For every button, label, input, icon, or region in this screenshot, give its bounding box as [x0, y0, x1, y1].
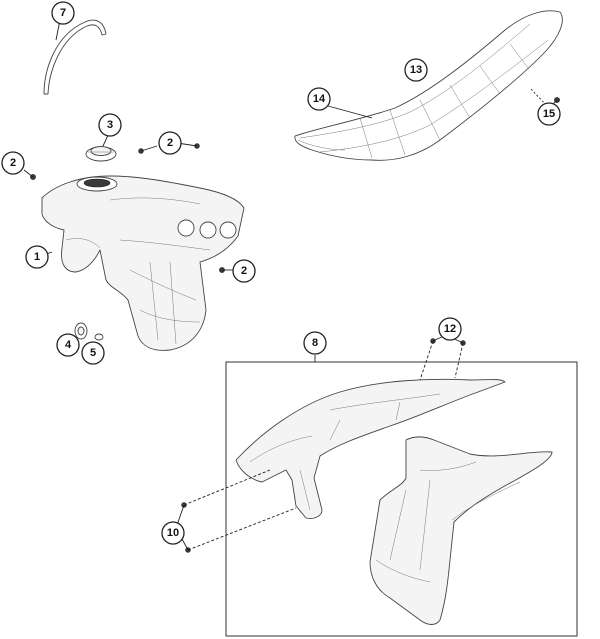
callout-2-left-label: 2	[10, 157, 16, 169]
callout-3: 3	[98, 113, 122, 137]
callout-12: 12	[438, 317, 462, 341]
kit-frame	[225, 361, 578, 637]
side-cover-left-part	[235, 378, 506, 519]
callout-2-right-label: 2	[241, 265, 247, 277]
small-screw-part	[94, 333, 104, 341]
callout-3-label: 3	[107, 119, 113, 131]
fuel-cap-part	[85, 146, 117, 162]
bushing-part	[74, 322, 88, 340]
callout-2-top-label: 2	[167, 137, 173, 149]
callout-2-right: 2	[232, 259, 256, 283]
callout-5: 5	[81, 341, 105, 365]
callout-2-left: 2	[1, 151, 25, 175]
callout-13-label: 13	[410, 64, 422, 76]
callout-1-label: 1	[34, 251, 40, 263]
callout-15-label: 15	[543, 108, 555, 120]
callout-2-top: 2	[158, 131, 182, 155]
callout-14-label: 14	[313, 93, 326, 105]
callout-12-label: 12	[444, 323, 456, 335]
callout-5-label: 5	[90, 347, 96, 359]
callout-10-label: 10	[167, 527, 179, 539]
callout-14: 14	[307, 87, 331, 111]
leader-lines	[23, 19, 558, 551]
callout-8: 8	[303, 331, 327, 355]
hose-part	[43, 19, 107, 95]
callout-7-label: 7	[60, 7, 66, 19]
callout-4: 4	[56, 333, 80, 357]
callout-15: 15	[537, 102, 561, 126]
callout-8-label: 8	[312, 337, 318, 349]
callout-1: 1	[25, 245, 49, 269]
callout-13: 13	[404, 58, 428, 82]
callout-4-label: 4	[65, 339, 72, 351]
callout-7: 7	[51, 1, 75, 25]
callout-10: 10	[161, 521, 185, 545]
side-cover-right-part	[369, 436, 553, 625]
fuel-tank-part	[41, 175, 245, 351]
seat-part	[294, 10, 563, 161]
